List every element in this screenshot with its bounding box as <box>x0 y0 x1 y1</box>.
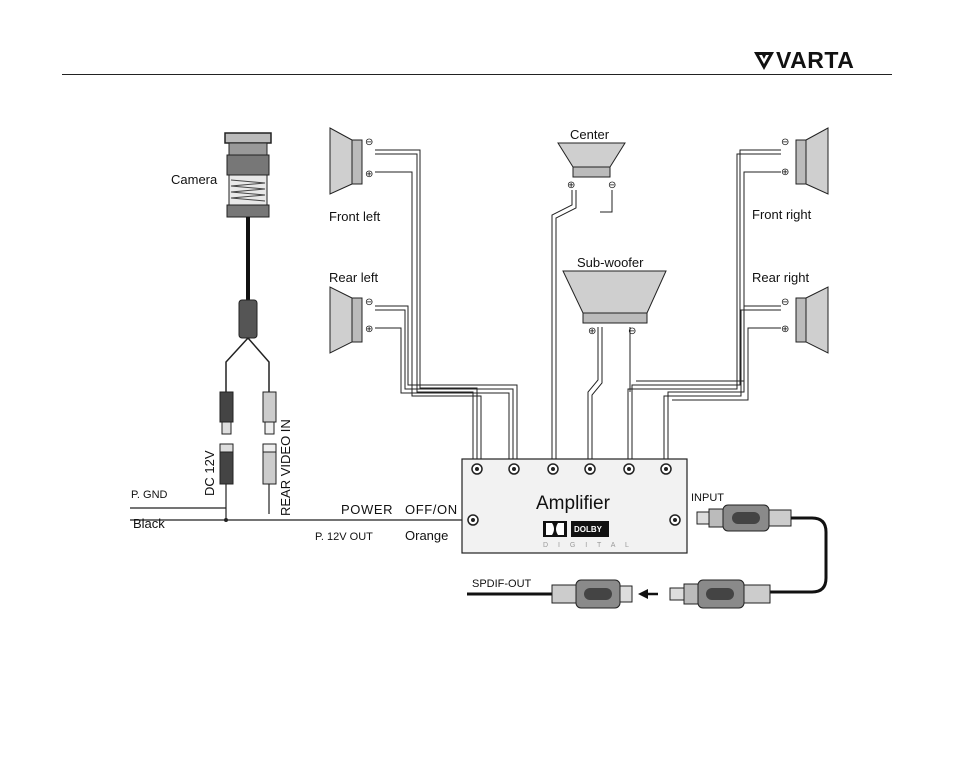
rear-left-speaker <box>329 286 363 354</box>
front-right-label: Front right <box>752 207 812 222</box>
digital-text: D I G I T A L <box>543 542 633 549</box>
power-label: POWER <box>341 502 393 517</box>
dolby-logo <box>543 521 609 537</box>
rear-right-label: Rear right <box>752 270 809 285</box>
center-minus: ⊖ <box>608 180 616 191</box>
center-label: Center <box>570 127 610 142</box>
speaker-wires <box>375 149 781 462</box>
input-label: INPUT <box>691 492 724 504</box>
camera <box>224 132 272 392</box>
front-right-plus: ⊕ <box>781 167 789 178</box>
spdif-connector-right <box>669 579 771 609</box>
input-connector <box>696 504 828 594</box>
dolby-text: DOLBY <box>574 525 603 534</box>
center-speaker <box>557 142 626 178</box>
front-left-label: Front left <box>329 209 381 224</box>
rear-left-minus: ⊖ <box>365 297 373 308</box>
front-left-minus: ⊖ <box>365 137 373 148</box>
front-right-minus: ⊖ <box>781 137 789 148</box>
rear-video-in-label: REAR VIDEO IN <box>278 419 293 516</box>
amplifier-terminals <box>467 463 681 526</box>
p-gnd-label: P. GND <box>131 489 168 501</box>
varta-logo-icon <box>754 52 774 70</box>
subwoofer-plus: ⊕ <box>588 326 596 337</box>
orange-label: Orange <box>405 528 448 543</box>
arrow-icon <box>638 589 658 599</box>
rear-left-plus: ⊕ <box>365 324 373 335</box>
subwoofer-label: Sub-woofer <box>577 255 644 270</box>
rear-right-plus: ⊕ <box>781 324 789 335</box>
off-on-label: OFF/ON <box>405 502 458 517</box>
header-rule <box>62 74 892 75</box>
front-left-speaker <box>329 127 363 195</box>
junction-dot <box>224 518 228 522</box>
camera-label: Camera <box>171 172 218 187</box>
p12v-out-label: P. 12V OUT <box>315 531 373 543</box>
amplifier-box <box>461 458 688 554</box>
dc12v-label: DC 12V <box>202 450 217 496</box>
camera-rca-left <box>219 391 234 520</box>
varta-logo: VARTA <box>752 47 892 74</box>
black-label: Black <box>133 516 165 531</box>
subwoofer-minus: ⊖ <box>628 326 636 337</box>
center-plus: ⊕ <box>567 180 575 191</box>
spdif-connector-left <box>467 579 633 609</box>
rear-right-speaker <box>795 286 829 354</box>
camera-rca-right <box>262 391 277 514</box>
rear-left-label: Rear left <box>329 270 379 285</box>
brand-name: VARTA <box>776 47 855 73</box>
rear-right-minus: ⊖ <box>781 297 789 308</box>
amplifier-label: Amplifier <box>536 493 611 514</box>
front-left-plus: ⊕ <box>365 169 373 180</box>
spdif-out-label: SPDIF-OUT <box>472 578 532 590</box>
subwoofer-speaker <box>562 270 667 324</box>
front-right-speaker <box>795 127 829 195</box>
